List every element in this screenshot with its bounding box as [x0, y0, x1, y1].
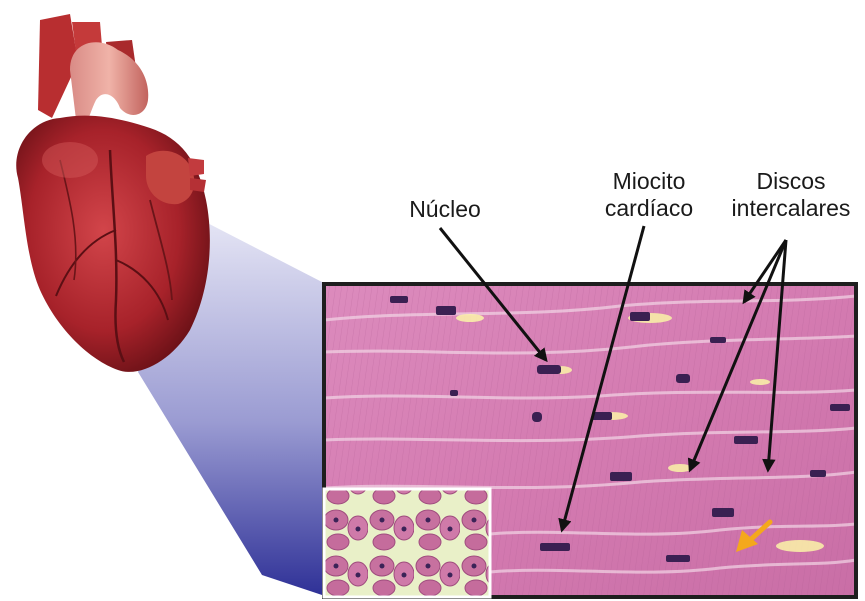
- myocyte-label-line1: Miocito: [590, 168, 708, 195]
- intercalated-discs-label: Discos intercalares: [720, 168, 862, 222]
- discs-label-line1: Discos: [720, 168, 862, 195]
- myocyte-label: Miocito cardíaco: [590, 168, 708, 222]
- discs-label-line2: intercalares: [720, 195, 862, 222]
- heart-illustration: [16, 14, 210, 372]
- cross-section-inset: [324, 489, 490, 597]
- nucleus-label: Núcleo: [400, 196, 490, 223]
- myocyte-label-line2: cardíaco: [590, 195, 708, 222]
